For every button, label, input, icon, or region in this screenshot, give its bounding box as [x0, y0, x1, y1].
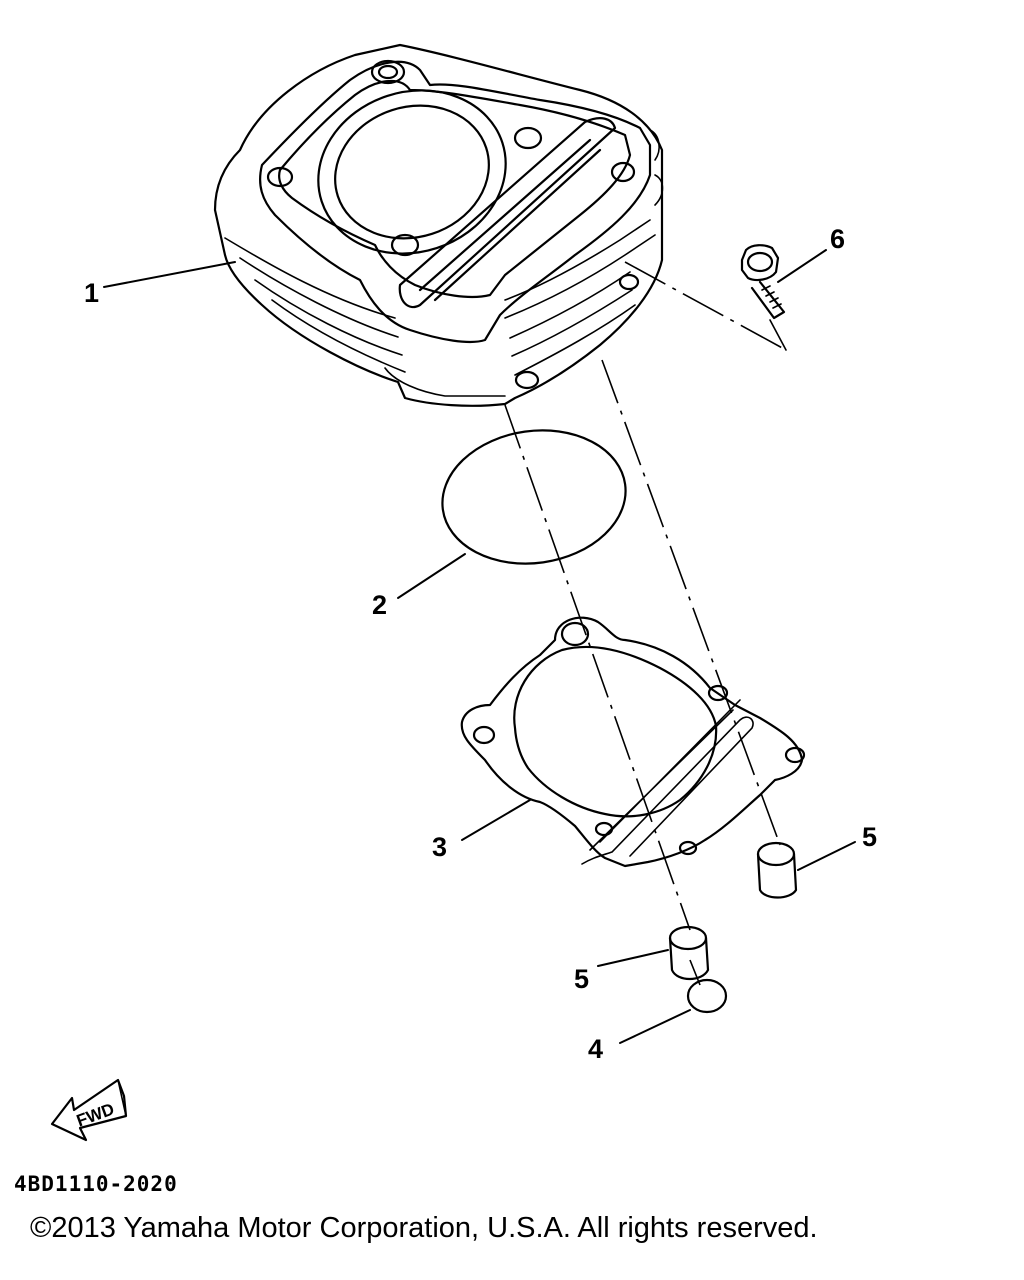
dowel-pin-part-5-right	[756, 841, 798, 899]
callout-5-left: 5	[574, 964, 589, 994]
cap-part-4	[686, 978, 728, 1014]
dowel-pin-part-5-left	[668, 925, 710, 981]
callout-6: 6	[830, 224, 845, 254]
assembly-centerlines	[504, 261, 787, 986]
callout-2: 2	[372, 590, 387, 620]
callout-3: 3	[432, 832, 447, 862]
cylinder-part-1	[213, 43, 664, 407]
o-ring-part-2	[441, 429, 627, 565]
gasket-part-3	[460, 616, 806, 868]
callout-5-right: 5	[862, 822, 877, 852]
fwd-label: FWD	[74, 1099, 117, 1130]
callout-1: 1	[84, 278, 99, 308]
copyright-notice: ©2013 Yamaha Motor Corporation, U.S.A. A…	[30, 1212, 818, 1244]
leader-lines	[103, 249, 856, 1044]
diagram-code: 4BD1110-2020	[14, 1172, 178, 1196]
bolt-part-6	[740, 244, 786, 320]
callout-4: 4	[588, 1034, 603, 1064]
forward-arrow-icon: FWD	[50, 1078, 128, 1142]
